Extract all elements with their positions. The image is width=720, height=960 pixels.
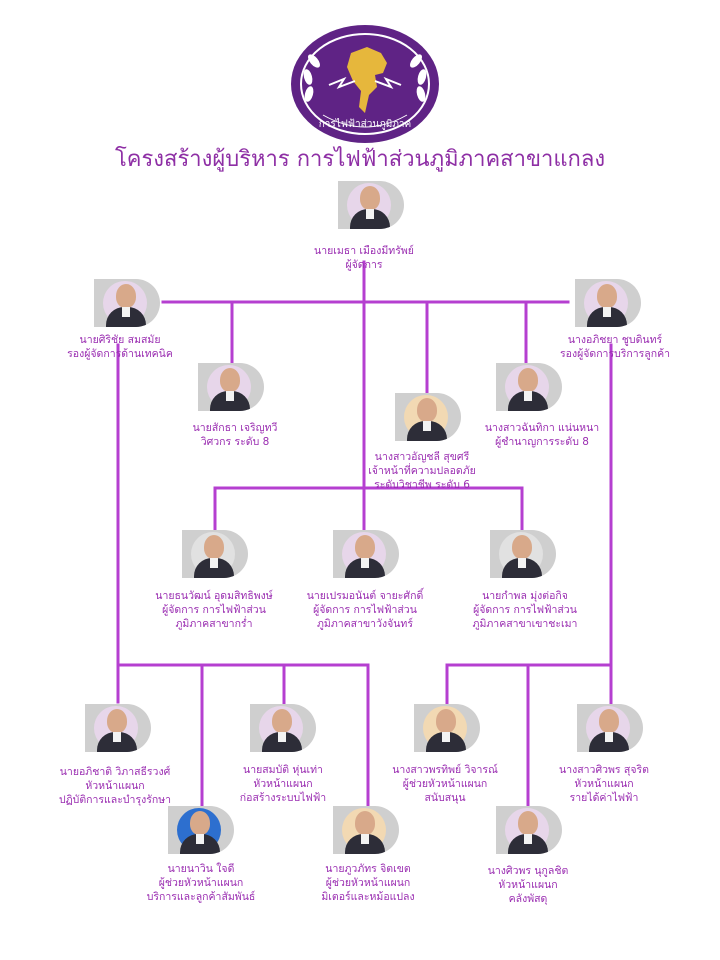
name-expert: นางสาวฉันทิกา แน่นหนา: [484, 422, 600, 434]
role-asst-support-2: สนับสนุน: [424, 792, 466, 804]
role-head-construction-1: หัวหน้าแผนก: [253, 778, 313, 790]
photo-manager: [338, 181, 404, 229]
photo-asst-service: [168, 806, 234, 854]
label-deputy-technical: นายศิริชัย สมสมัย รองผู้จัดการด้านเทคนิค: [20, 333, 220, 361]
role-expert: ผู้ชำนาญการระดับ 8: [495, 436, 589, 448]
role-asst-service-1: ผู้ช่วยหัวหน้าแผนก: [158, 877, 244, 889]
photo-asst-meter: [333, 806, 399, 854]
role-head-warehouse-2: คลังพัสดุ: [508, 893, 548, 905]
label-manager: นายเมธา เมืองมีทรัพย์ ผู้จัดการ: [254, 244, 474, 272]
label-branch-khao: นายกำพล มุ่งต่อกิจ ผู้จัดการ การไฟฟ้าส่ว…: [425, 589, 625, 631]
name-branch-khao: นายกำพล มุ่งต่อกิจ: [482, 590, 568, 602]
name-head-operation: นายอภิชาติ วิภาสธีรวงศ์: [59, 766, 171, 778]
role-engineer: วิศวกร ระดับ 8: [200, 436, 270, 448]
role-asst-meter-1: ผู้ช่วยหัวหน้าแผนก: [325, 877, 411, 889]
label-head-operation: นายอภิชาติ วิภาสธีรวงศ์ หัวหน้าแผนก ปฏิบ…: [15, 765, 215, 807]
label-asst-service: นายนาวิน ใจดี ผู้ช่วยหัวหน้าแผนก บริการแ…: [101, 862, 301, 904]
role-branch-wangchan-2: ภูมิภาคสาขาวังจันทร์: [317, 618, 413, 630]
label-head-construction: นายสมบัติ หุ่นเท่า หัวหน้าแผนก ก่อสร้างร…: [183, 763, 383, 805]
name-asst-support: นางสาวพรทิพย์ วิจารณ์: [392, 764, 498, 776]
role-branch-wangchan-1: ผู้จัดการ การไฟฟ้าส่วน: [313, 604, 417, 616]
photo-safety: [395, 393, 461, 441]
role-branch-khao-1: ผู้จัดการ การไฟฟ้าส่วน: [473, 604, 577, 616]
label-asst-meter: นายภูวภัทร จิตเขต ผู้ช่วยหัวหน้าแผนก มิเ…: [268, 862, 468, 904]
label-asst-support: นางสาวพรทิพย์ วิจารณ์ ผู้ช่วยหัวหน้าแผนก…: [345, 763, 545, 805]
name-engineer: นายสักธา เจริญทวี: [192, 422, 278, 434]
photo-head-revenue: [577, 704, 643, 752]
role-deputy-customer: รองผู้จัดการบริการลูกค้า: [560, 348, 670, 360]
label-engineer: นายสักธา เจริญทวี วิศวกร ระดับ 8: [135, 421, 335, 449]
photo-head-warehouse: [496, 806, 562, 854]
photo-branch-wangchan: [333, 530, 399, 578]
photo-branch-kram: [182, 530, 248, 578]
role-branch-kram-2: ภูมิภาคสาขากร่ำ: [175, 618, 253, 630]
photo-deputy-customer: [575, 279, 641, 327]
name-head-construction: นายสมบัติ หุ่นเท่า: [243, 764, 323, 776]
label-branch-wangchan: นายเปรมอนันต์ จายะศักดิ์ ผู้จัดการ การไฟ…: [265, 589, 465, 631]
label-safety: นางสาวอัญชลี สุขศรี เจ้าหน้าที่ความปลอดภ…: [322, 450, 522, 492]
role-deputy-technical: รองผู้จัดการด้านเทคนิค: [67, 348, 173, 360]
photo-head-construction: [250, 704, 316, 752]
role-head-construction-2: ก่อสร้างระบบไฟฟ้า: [239, 792, 327, 804]
role-head-revenue-1: หัวหน้าแผนก: [574, 778, 634, 790]
role-safety-1: เจ้าหน้าที่ความปลอดภัย: [368, 465, 476, 477]
role-safety-2: ระดับวิชาชีพ ระดับ 6: [374, 479, 470, 491]
label-expert: นางสาวฉันทิกา แน่นหนา ผู้ชำนาญการระดับ 8: [442, 421, 642, 449]
name-branch-kram: นายธนวัฒน์ อุดมสิทธิพงษ์: [155, 590, 273, 602]
photo-engineer: [198, 363, 264, 411]
name-safety: นางสาวอัญชลี สุขศรี: [374, 451, 470, 463]
role-asst-support-1: ผู้ช่วยหัวหน้าแผนก: [402, 778, 488, 790]
label-head-revenue: นางสาวศิวพร สุจริต หัวหน้าแผนก รายได้ค่า…: [504, 763, 704, 805]
name-deputy-customer: นางอภิชยา ชูบดินทร์: [567, 334, 663, 346]
name-asst-meter: นายภูวภัทร จิตเขต: [325, 863, 411, 875]
role-asst-service-2: บริการและลูกค้าสัมพันธ์: [146, 891, 256, 903]
role-manager: ผู้จัดการ: [345, 259, 383, 271]
photo-expert: [496, 363, 562, 411]
name-asst-service: นายนาวิน ใจดี: [167, 863, 235, 875]
photo-branch-khao: [490, 530, 556, 578]
label-head-warehouse: นางศิวพร นุกูลชิต หัวหน้าแผนก คลังพัสดุ: [428, 864, 628, 906]
logo-caption: การไฟฟ้าส่วนภูมิภาค: [319, 118, 411, 130]
name-manager: นายเมธา เมืองมีทรัพย์: [314, 245, 414, 257]
role-head-operation-2: ปฏิบัติการและบำรุงรักษา: [58, 794, 172, 806]
role-asst-meter-2: มิเตอร์และหม้อแปลง: [321, 891, 415, 903]
photo-asst-support: [414, 704, 480, 752]
role-head-revenue-2: รายได้ค่าไฟฟ้า: [569, 792, 639, 804]
name-branch-wangchan: นายเปรมอนันต์ จายะศักดิ์: [306, 590, 424, 602]
role-head-operation-1: หัวหน้าแผนก: [85, 780, 145, 792]
role-branch-khao-2: ภูมิภาคสาขาเขาชะเมา: [472, 618, 578, 630]
name-deputy-technical: นายศิริชัย สมสมัย: [79, 334, 161, 346]
pea-logo: การไฟฟ้าส่วนภูมิภาค: [291, 25, 439, 143]
label-branch-kram: นายธนวัฒน์ อุดมสิทธิพงษ์ ผู้จัดการ การไฟ…: [114, 589, 314, 631]
role-head-warehouse-1: หัวหน้าแผนก: [498, 879, 558, 891]
label-deputy-customer: นางอภิชยา ชูบดินทร์ รองผู้จัดการบริการลู…: [515, 333, 715, 361]
page-title: โครงสร้างผู้บริหาร การไฟฟ้าส่วนภูมิภาคสา…: [114, 147, 606, 172]
photo-deputy-technical: [94, 279, 160, 327]
role-branch-kram-1: ผู้จัดการ การไฟฟ้าส่วน: [162, 604, 266, 616]
photo-head-operation: [85, 704, 151, 752]
name-head-warehouse: นางศิวพร นุกูลชิต: [487, 865, 569, 877]
name-head-revenue: นางสาวศิวพร สุจริต: [559, 764, 649, 776]
